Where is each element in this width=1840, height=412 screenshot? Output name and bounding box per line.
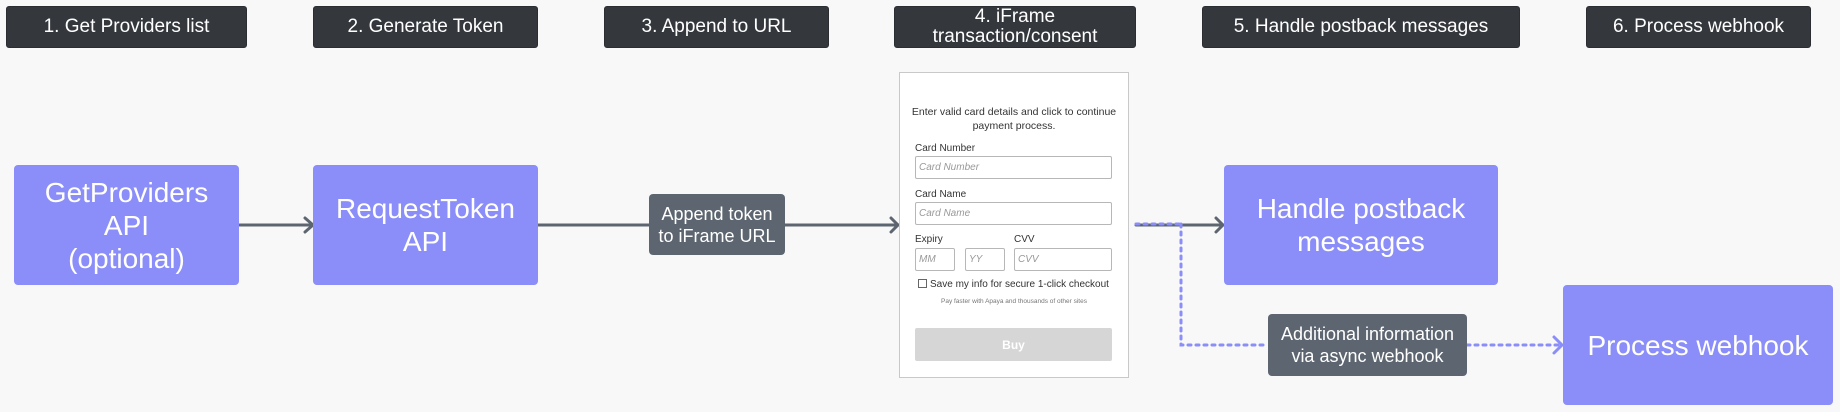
expiry-label: Expiry [915,234,943,245]
process-webhook-node: Process webhook [1563,285,1833,405]
handle-postback-node: Handle postback messages [1224,165,1498,285]
card-number-input[interactable]: Card Number [915,156,1112,179]
additional-info-label: Additional information via async webhook [1268,314,1467,376]
expiry-year-input[interactable]: YY [965,248,1005,271]
expiry-month-input[interactable]: MM [915,248,955,271]
dotted-line-to-webhook-info [1179,222,1270,347]
cvv-label: CVV [1014,234,1035,245]
card-number-label: Card Number [915,143,976,154]
cvv-input[interactable]: CVV [1014,248,1112,271]
buy-button[interactable]: Buy [915,328,1112,361]
step-3-header: 3. Append to URL [604,6,829,48]
step-4-header: 4. iFrame transaction/consent [894,6,1136,48]
fine-print-text: Pay faster with Apaya and thousands of o… [941,298,1087,305]
append-token-label: Append token to iFrame URL [649,194,785,255]
getproviders-api-node: GetProviders API (optional) [14,165,239,285]
step-6-header: 6. Process webhook [1586,6,1811,48]
save-info-label: Save my info for secure 1-click checkout [930,279,1109,290]
form-intro-text: Enter valid card details and click to co… [911,106,1117,132]
step-2-header: 2. Generate Token [313,6,538,48]
iframe-payment-form: Enter valid card details and click to co… [899,72,1129,378]
save-info-checkbox[interactable] [918,279,927,288]
card-name-label: Card Name [915,189,967,200]
step-5-header: 5. Handle postback messages [1202,6,1520,48]
requesttoken-api-node: RequestToken API [313,165,538,285]
step-1-header: 1. Get Providers list [6,6,247,48]
card-name-input[interactable]: Card Name [915,202,1112,225]
